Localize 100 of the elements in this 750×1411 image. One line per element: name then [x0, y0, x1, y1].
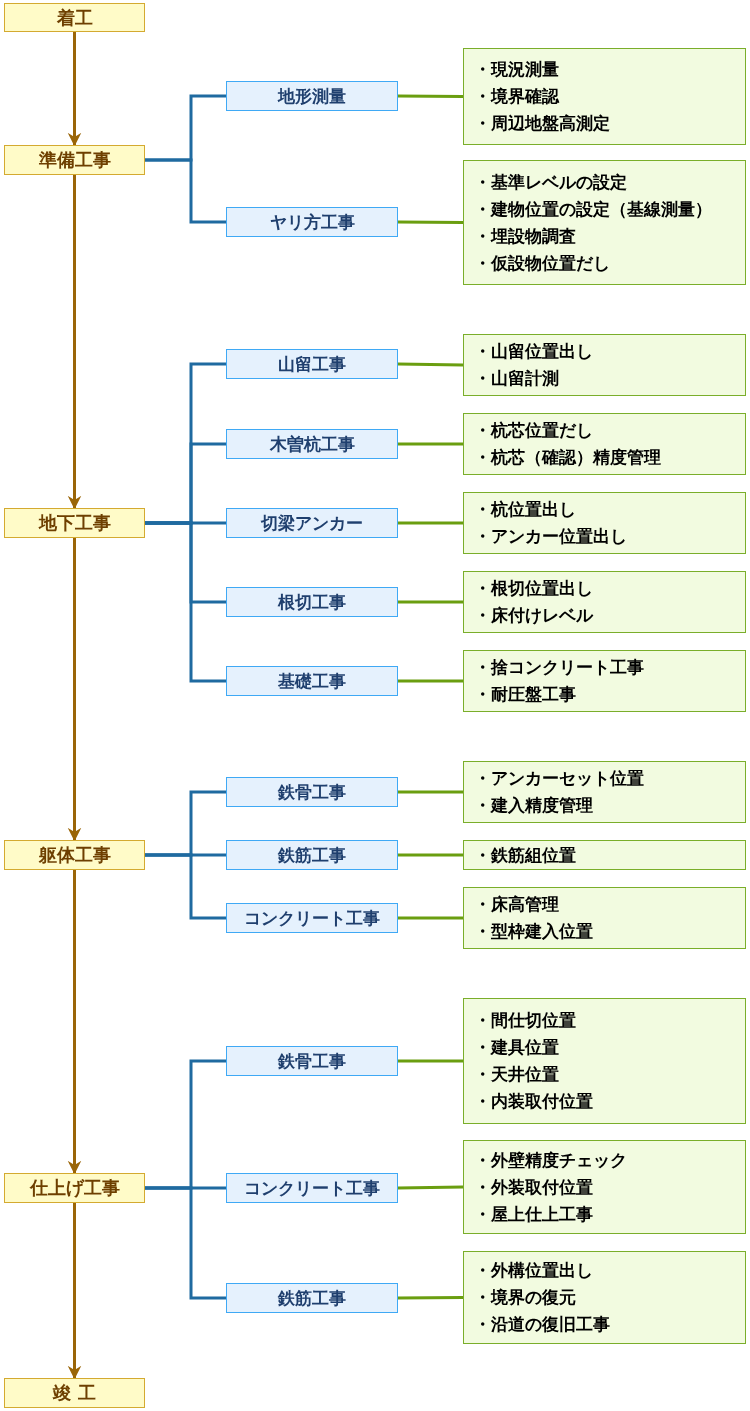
box-label: 山留工事	[278, 352, 346, 376]
checklist-box	[463, 1140, 746, 1234]
stage-box	[4, 3, 145, 32]
checklist-item: ・山留計測	[474, 367, 560, 390]
checklist-item: ・天井位置	[474, 1063, 560, 1086]
checklist-item: ・仮設物位置だし	[474, 251, 611, 275]
task-box	[226, 903, 398, 933]
flow-arrow	[67, 175, 82, 510]
checklist-item: ・型枠建入位置	[474, 920, 594, 943]
box-label: 木曽杭工事	[269, 432, 355, 456]
checklist-item: ・鉄筋組位置	[474, 843, 577, 867]
checklist-item: ・建物位置の設定（基線測量）	[474, 197, 713, 221]
task-box	[226, 666, 398, 696]
checklist-item: ・間仕切位置	[474, 1009, 577, 1032]
checklist-box	[463, 492, 746, 554]
checklist-box	[463, 1251, 746, 1344]
stage-box	[4, 840, 145, 870]
checklist-item: ・内装取付位置	[474, 1090, 594, 1113]
box-label: 仕上げ工事	[29, 1176, 120, 1200]
checklist-item: ・外壁精度チェック	[474, 1148, 628, 1172]
checklist-item: ・埋設物調査	[474, 224, 577, 248]
connector-line	[398, 1059, 463, 1063]
task-box	[226, 1283, 398, 1313]
task-box	[226, 1173, 398, 1203]
checklist-item: ・耐圧盤工事	[474, 683, 577, 706]
connector-line	[398, 220, 463, 224]
box-label: 鉄骨工事	[278, 780, 346, 804]
task-box	[226, 429, 398, 459]
checklist-item: ・外構位置出し	[474, 1259, 594, 1282]
task-box	[226, 349, 398, 379]
box-label: 竣 工	[53, 1381, 96, 1405]
checklist-item: ・根切位置出し	[474, 577, 594, 600]
connector-line	[398, 521, 463, 525]
connector-line	[398, 916, 463, 920]
connector-line	[145, 1186, 226, 1300]
checklist-box	[463, 334, 746, 396]
box-label: 躯体工事	[38, 843, 111, 867]
checklist-box	[463, 160, 746, 285]
connector-line	[398, 600, 463, 604]
connector-line	[145, 521, 226, 683]
checklist-box	[463, 840, 746, 870]
box-label: 地下工事	[38, 511, 111, 535]
checklist-item: ・境界の復元	[474, 1286, 577, 1309]
flow-arrow	[67, 1203, 82, 1380]
checklist-item: ・アンカー位置出し	[474, 525, 628, 548]
connector-line	[145, 853, 226, 920]
checklist-item: ・沿道の復旧工事	[474, 1313, 611, 1336]
checklist-item: ・境界確認	[474, 85, 561, 108]
connector-line	[398, 790, 463, 794]
connector-line	[397, 1185, 464, 1190]
checklist-item: ・床高管理	[474, 893, 560, 916]
box-label: ヤリ方工事	[269, 210, 355, 234]
checklist-item: ・山留位置出し	[474, 340, 594, 363]
checklist-item: ・現況測量	[474, 58, 560, 81]
task-box	[226, 1046, 398, 1076]
connector-line	[398, 679, 463, 683]
box-label: 鉄筋工事	[278, 843, 346, 867]
checklist-item: ・屋上仕上工事	[474, 1202, 594, 1226]
checklist-box	[463, 998, 746, 1124]
connector-line	[145, 158, 226, 224]
checklist-item: ・床付けレベル	[474, 604, 595, 627]
stage-box	[4, 508, 145, 538]
connector-line	[398, 442, 463, 446]
checklist-item: ・アンカーセット位置	[474, 767, 645, 790]
checklist-box	[463, 761, 746, 823]
box-label: 着工	[56, 5, 93, 30]
task-box	[226, 777, 398, 807]
connector-line	[398, 94, 463, 98]
box-label: 鉄骨工事	[278, 1049, 346, 1073]
checklist-box	[463, 48, 746, 145]
stage-box	[4, 145, 145, 175]
checklist-item: ・杭位置出し	[474, 498, 577, 521]
box-label: 鉄筋工事	[278, 1286, 346, 1310]
stage-box	[4, 1378, 145, 1408]
task-box	[226, 207, 398, 237]
task-box	[226, 508, 398, 538]
box-label: コンクリート工事	[244, 906, 380, 930]
checklist-box	[463, 413, 746, 475]
connector-line	[398, 853, 463, 857]
checklist-item: ・建具位置	[474, 1036, 560, 1059]
box-label: 根切工事	[278, 590, 346, 614]
box-label: コンクリート工事	[244, 1176, 380, 1200]
task-box	[226, 587, 398, 617]
flow-arrow	[67, 538, 82, 842]
box-label: 準備工事	[38, 148, 111, 172]
box-label: 地形測量	[278, 84, 346, 108]
box-label: 切梁アンカー	[261, 511, 363, 535]
checklist-item: ・外装取付位置	[474, 1175, 594, 1199]
flow-arrow	[67, 870, 82, 1175]
checklist-item: ・杭芯（確認）精度管理	[474, 446, 662, 469]
checklist-box	[463, 650, 746, 712]
checklist-item: ・杭芯位置だし	[474, 419, 594, 442]
box-label: 基礎工事	[278, 669, 346, 693]
checklist-item: ・周辺地盤高測定	[474, 112, 611, 135]
checklist-box	[463, 887, 746, 949]
checklist-item: ・基準レベルの設定	[474, 170, 628, 194]
flow-arrow	[67, 32, 82, 147]
connector-line	[398, 1296, 463, 1300]
checklist-item: ・建入精度管理	[474, 794, 594, 817]
task-box	[226, 81, 398, 111]
